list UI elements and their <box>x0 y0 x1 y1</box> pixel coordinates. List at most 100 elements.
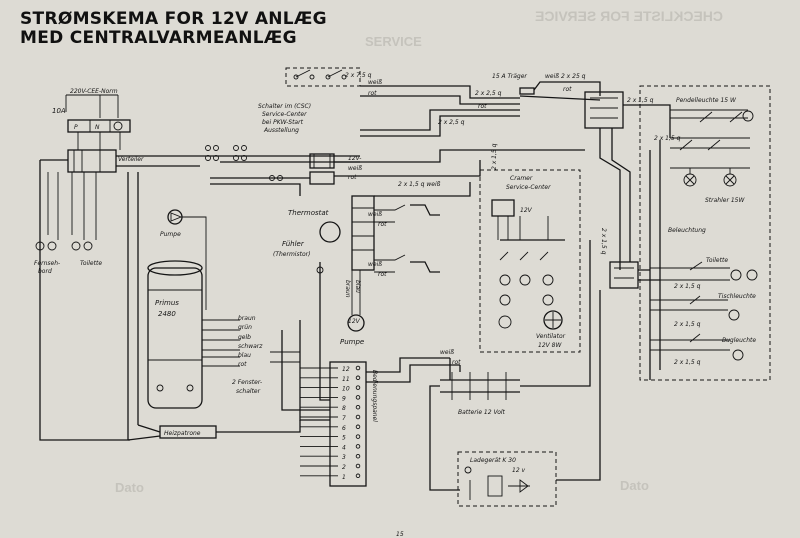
label-pendelleuchte: Pendelleuchte 15 W <box>676 97 737 104</box>
panel-terminal-number: 2 <box>342 464 346 471</box>
label-fuse-15a: 15 A Träger <box>492 73 527 80</box>
wire-braun: braun <box>238 315 256 322</box>
socket-toilette-2 <box>83 241 93 251</box>
lighting-circuits: Pendelleuchte 15 W 2 x 1,5 q Strahler 15… <box>600 85 771 381</box>
label-batterie: Batterie 12 Volt <box>458 409 506 416</box>
label-ladegeraet-v: 12 v <box>512 467 526 474</box>
page-number: 15 <box>396 531 404 538</box>
lighting-distributor <box>609 261 639 289</box>
panel-terminal <box>355 473 361 479</box>
label-cable-2x25-a: 2 x 2,5 q <box>438 119 465 126</box>
label-rot-th1: rot <box>378 221 387 228</box>
panel-terminal <box>355 453 361 459</box>
label-thermistor: (Thermistor) <box>273 251 310 258</box>
cramer-lamp-2 <box>519 274 531 286</box>
panel-terminal-number: 4 <box>342 444 346 451</box>
relay-12v: 12V- weiß rot <box>210 149 585 196</box>
label-weiss-2x25: weiß 2 x 25 q <box>545 73 586 80</box>
label-toilette-right: Toilette <box>706 257 728 264</box>
batterie: Batterie 12 Volt <box>429 240 591 491</box>
primus-body <box>147 267 203 409</box>
cramer-lamp-1 <box>499 274 511 286</box>
label-rot-th2: rot <box>378 271 387 278</box>
cramer-12v-box <box>491 199 515 217</box>
cramer-box <box>479 169 581 353</box>
label-bugleuchte: Bugleuchte <box>722 337 756 344</box>
label-verteiler: Verteiler <box>118 156 144 163</box>
label-heizpatrone: Heizpatrone <box>164 430 201 437</box>
toilette-lamp-1 <box>730 269 742 281</box>
mains-input: 220V-CEE-Norm 10A P N <box>52 88 131 150</box>
thermostat: Thermostat weiß rot weiß rot 2 x 1,5 q w… <box>288 181 471 278</box>
label-pumpe-bottom: Pumpe <box>340 338 364 346</box>
tischleuchte-lamp <box>728 309 740 321</box>
panel-terminal <box>355 375 361 381</box>
diagram-title: STRØMSKEMA FOR 12V ANLÆG MED CENTRALVARM… <box>20 10 327 48</box>
plug-p: P <box>74 124 78 131</box>
switch-note-3: bei PKW-Start <box>262 119 304 126</box>
fuehler: Fühler (Thermistor) <box>273 221 341 401</box>
label-braun-pump: braun <box>344 280 351 298</box>
label-primus-model: 2480 <box>158 310 176 318</box>
panel-terminal-number: 8 <box>342 405 346 412</box>
panel-terminal <box>355 395 361 400</box>
socket-fernseh-2 <box>47 241 57 251</box>
label-fenster-2: schalter <box>236 388 261 395</box>
toilette-lamp-2 <box>746 269 758 281</box>
switch-note-4: Ausstellung <box>263 127 299 134</box>
label-bedienungspanel: Bedienungspanel <box>371 370 378 422</box>
panel-terminal-number: 12 <box>342 366 350 373</box>
switch-box <box>285 67 361 87</box>
verteiler: Verteiler Fernseh- bord Toilette <box>34 149 200 441</box>
panel-terminal <box>355 404 361 410</box>
terminal-clusters <box>200 145 360 181</box>
fuse-15a-icon <box>519 87 535 95</box>
label-cable-2x25-b: 2 x 2,5 q <box>475 90 502 97</box>
plug-n: N <box>95 124 100 131</box>
thermostat-block <box>351 195 375 271</box>
label-cable-2x15-e: 2 x 1,5 q <box>674 359 701 366</box>
label-pumpe-top: Pumpe <box>160 231 181 238</box>
pendelleuchte-lamp <box>742 110 754 122</box>
label-rot-3: rot <box>563 86 572 93</box>
panel-terminal <box>355 463 361 469</box>
label-fernseh-2: bord <box>38 268 52 275</box>
earth-icon <box>113 121 123 131</box>
label-weiss-panel: weiß <box>440 349 454 356</box>
label-cable-2x75: 2 x 7,5 q <box>345 72 372 79</box>
panel-terminal <box>355 385 361 390</box>
panel-terminal <box>355 414 361 420</box>
panel-terminal-number: 6 <box>342 425 346 432</box>
title-line-1: STRØMSKEMA FOR 12V ANLÆG <box>20 9 327 29</box>
label-2x15-weiss: 2 x 1,5 q weiß <box>398 181 441 188</box>
label-beleuchtung: Beleuchtung <box>668 227 706 234</box>
panel-terminal-number: 10 <box>342 386 350 393</box>
label-weiss-mid: weiß <box>348 165 362 172</box>
socket-fernseh-1 <box>35 241 45 251</box>
lighting-frame <box>639 85 771 381</box>
junction-box-rect <box>584 91 624 129</box>
label-weiss-th1: weiß <box>368 211 382 218</box>
wire-blau: blau <box>238 352 251 359</box>
pump-top: Pumpe <box>160 209 207 310</box>
panel-terminal-number: 7 <box>342 415 346 422</box>
panel-terminal <box>355 365 361 371</box>
label-2x15-vert: 2 x 1,5 q <box>491 143 498 170</box>
label-12v: 12V- <box>348 155 361 162</box>
label-thermostat: Thermostat <box>288 209 329 217</box>
junction-box: 2 x 1,5 q <box>584 91 671 270</box>
relay-2 <box>309 171 335 185</box>
label-rot-mid: rot <box>348 174 357 181</box>
label-blau-pump: blau <box>354 280 361 293</box>
pump-bottom: 12V Pumpe braun blau <box>340 270 365 346</box>
label-rot-2: rot <box>478 103 487 110</box>
cramer-service-center: Cramer Service-Center 12V 2 x 1,5 q Vent… <box>479 143 581 353</box>
label-cable-2x15-c: 2 x 1,5 q <box>674 283 701 290</box>
panel-terminal-number: 3 <box>342 454 346 461</box>
label-pump-v: 12V <box>348 318 361 325</box>
label-ventilator-2: 12V 8W <box>538 342 562 349</box>
label-rot-top: rot <box>368 90 377 97</box>
label-cable-2x15-v: 2 x 1,5 q <box>600 228 607 255</box>
label-ladegeraet: Ladegerät K 30 <box>470 457 516 464</box>
